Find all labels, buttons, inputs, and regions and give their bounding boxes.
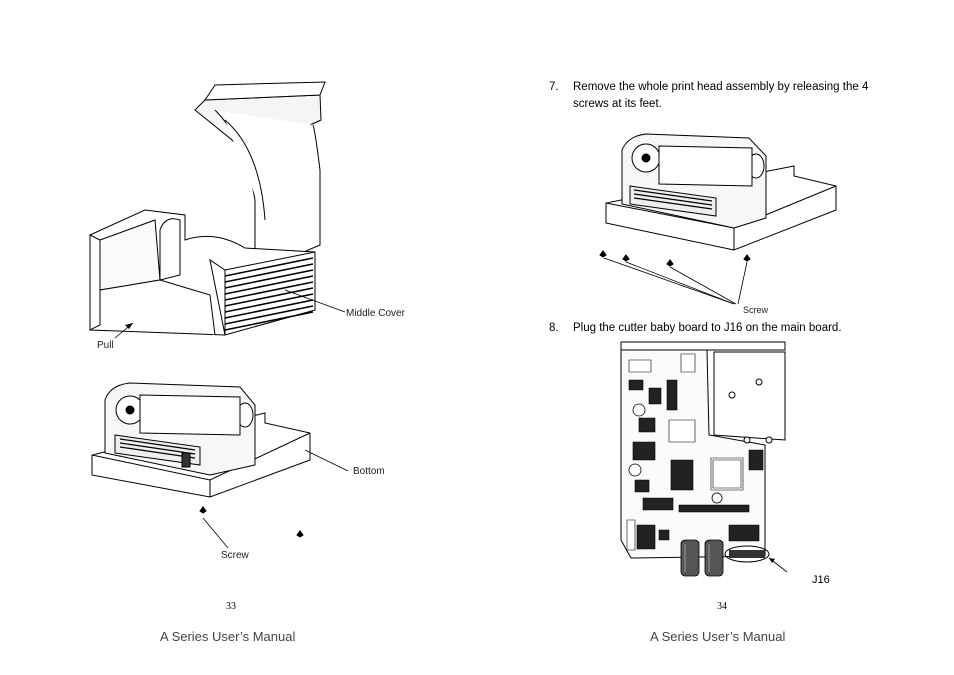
- step-text: Remove the whole print head assembly by …: [573, 81, 869, 110]
- open-printer-illustration: [85, 80, 325, 350]
- label-screw: Screw: [221, 550, 249, 561]
- main-board-illustration: [619, 340, 789, 585]
- printer-base-illustration: [90, 375, 350, 545]
- step-text: Plug the cutter baby board to J16 on the…: [573, 322, 842, 334]
- footer-manual-title: A Series User’s Manual: [650, 629, 786, 644]
- label-bottom: Bottom: [353, 466, 385, 477]
- label-j16: J16: [812, 574, 830, 586]
- step-7: 7. Remove the whole print head assembly …: [549, 79, 909, 115]
- page-number: 34: [717, 601, 727, 612]
- page-number: 33: [226, 601, 236, 612]
- left-page: Middle Cover Pull Bottom: [0, 0, 405, 644]
- step-number: 8.: [549, 322, 559, 334]
- label-screw: Screw: [743, 305, 769, 315]
- label-middle-cover: Middle Cover: [346, 308, 405, 319]
- right-page: 7. Remove the whole print head assembly …: [477, 0, 954, 675]
- step-8: 8. Plug the cutter baby board to J16 on …: [549, 320, 909, 338]
- step-number: 7.: [549, 81, 559, 93]
- footer-manual-title: A Series User’s Manual: [160, 629, 296, 644]
- label-pull: Pull: [97, 340, 114, 351]
- print-head-assembly-illustration: [604, 128, 844, 318]
